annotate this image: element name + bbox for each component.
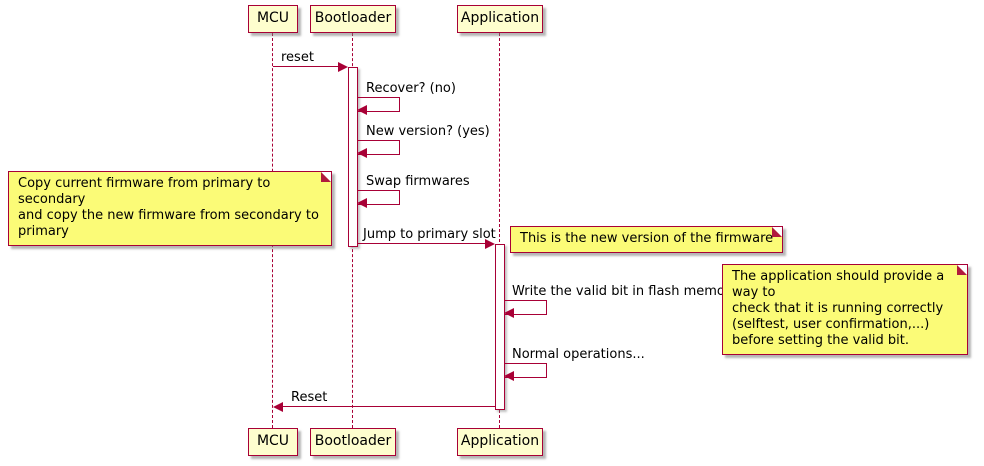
message-recover-label: Recover? (no): [366, 81, 456, 96]
message-new-version-arrowhead-icon: [357, 148, 367, 158]
participant-application-bottom: Application: [457, 428, 543, 456]
note-new-firmware-version: This is the new version of the firmware: [510, 226, 784, 253]
message-normal-operations-arrowhead-icon: [504, 371, 514, 381]
participant-mcu-top: MCU: [248, 5, 298, 33]
participant-mcu-bottom: MCU: [248, 428, 298, 456]
message-return-reset-label: Reset: [291, 390, 328, 405]
message-jump-label: Jump to primary slot: [363, 227, 496, 242]
note-copy-firmware: Copy current firmware from primary to se…: [8, 171, 332, 246]
message-jump-arrowhead-icon: [485, 239, 495, 249]
note-selftest: The application should provide a way to …: [722, 264, 968, 355]
participant-application-top: Application: [457, 5, 543, 33]
message-swap-firmwares-arrowhead-icon: [357, 198, 367, 208]
message-normal-operations-label: Normal operations...: [512, 347, 645, 362]
message-new-version-label: New version? (yes): [366, 124, 490, 139]
message-reset-label: reset: [281, 50, 314, 65]
message-reset-arrowhead-icon: [338, 62, 348, 72]
message-recover-arrowhead-icon: [357, 105, 367, 115]
message-return-reset-arrowhead-icon: [273, 402, 283, 412]
message-write-valid-bit-loop: [504, 300, 547, 315]
message-new-version-loop: [357, 140, 400, 155]
participant-bootloader-bottom: Bootloader: [310, 428, 396, 456]
message-recover-loop: [357, 97, 400, 112]
message-write-valid-bit-arrowhead-icon: [504, 308, 514, 318]
message-write-valid-bit-label: Write the valid bit in flash memory: [512, 284, 738, 299]
lifeline-application: [499, 33, 500, 428]
message-jump-line: [357, 243, 486, 244]
message-return-reset-line: [282, 406, 495, 407]
message-swap-firmwares-label: Swap firmwares: [366, 174, 470, 189]
participant-bootloader-top: Bootloader: [310, 5, 396, 33]
message-swap-firmwares-loop: [357, 190, 400, 205]
message-reset-line: [273, 66, 339, 67]
message-normal-operations-loop: [504, 363, 547, 378]
activation-application: [495, 244, 505, 410]
